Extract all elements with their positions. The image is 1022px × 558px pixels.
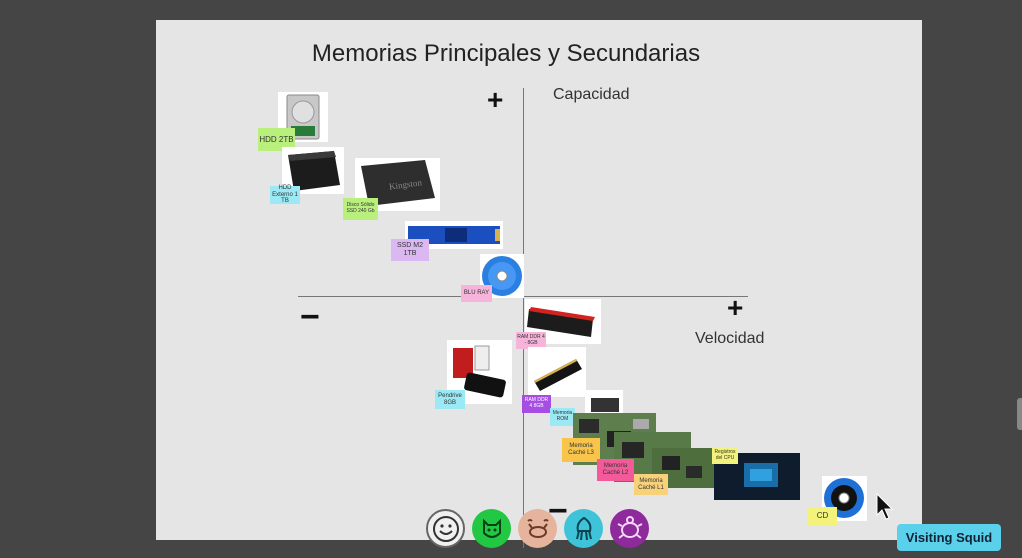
bluray-disc-image[interactable]: [480, 254, 524, 298]
avatar-smiley[interactable]: [426, 509, 465, 548]
y-axis-label: Capacidad: [553, 86, 630, 103]
boar-icon: [482, 518, 501, 538]
sticky-note-registros[interactable]: Registros del CPU: [712, 448, 738, 464]
board-title: Memorias Principales y Secundarias: [311, 40, 701, 67]
svg-text:Kingston: Kingston: [388, 177, 423, 192]
sticky-note-ssd-m2[interactable]: SSD M2 1TB: [391, 239, 429, 261]
sticky-note-rom[interactable]: Memoria ROM: [550, 408, 575, 426]
sticky-note-cache-l3[interactable]: Memoria Caché L3: [562, 438, 600, 462]
x-axis-minus: −: [300, 298, 320, 336]
avatar-boar[interactable]: [472, 509, 511, 548]
sticky-note-ram-ddr4[interactable]: RAM DDR 4 - 8GB: [516, 332, 546, 349]
cache-l1-board-image[interactable]: [652, 448, 714, 488]
sticky-note-bluray[interactable]: BLU RAY: [461, 285, 492, 302]
participant-avatars: [426, 509, 649, 548]
visiting-badge[interactable]: Visiting Squid: [897, 524, 1001, 551]
sticky-note-hdd-externo[interactable]: HDD Externo 1 TB: [270, 185, 300, 204]
sticky-note-cache-l1[interactable]: Memoria Caché L1: [634, 474, 668, 495]
sticky-note-cache-l2[interactable]: Memoria Caché L2: [597, 459, 634, 481]
turtle-icon: [617, 515, 642, 539]
whiteboard-canvas[interactable]: Memorias Principales y Secundarias + Cap…: [156, 20, 922, 548]
y-axis-line: [523, 88, 524, 548]
sticky-note-cd[interactable]: CD: [808, 507, 837, 525]
x-axis-plus: +: [727, 292, 744, 323]
hdd-image[interactable]: [278, 92, 328, 142]
ssd-sata-image[interactable]: Kingston: [355, 158, 440, 211]
external-hdd-image[interactable]: [282, 147, 344, 194]
sticky-note-hdd-2tb[interactable]: HDD 2TB: [258, 128, 295, 151]
avatar-turtle[interactable]: [610, 509, 649, 548]
x-axis-label: Velocidad: [695, 330, 765, 347]
sticky-note-pendrive[interactable]: Pendrive 8GB: [435, 390, 465, 409]
sticky-note-ssd-sata[interactable]: Disco Sólido SSD 240 Gb: [343, 198, 378, 220]
sticky-note-ram-ddr4-b[interactable]: RAM DDR 4 8GB: [522, 395, 551, 413]
avatar-crab[interactable]: [518, 509, 557, 548]
avatar-squid[interactable]: [564, 509, 603, 548]
smiley-icon: [432, 515, 459, 542]
ram-ddr4-black-image[interactable]: [528, 347, 586, 397]
side-panel-handle[interactable]: [1017, 398, 1022, 430]
squid-icon: [575, 516, 592, 540]
mouse-cursor-icon: [876, 492, 896, 526]
crab-icon: [526, 518, 549, 538]
y-axis-plus: +: [487, 84, 504, 115]
